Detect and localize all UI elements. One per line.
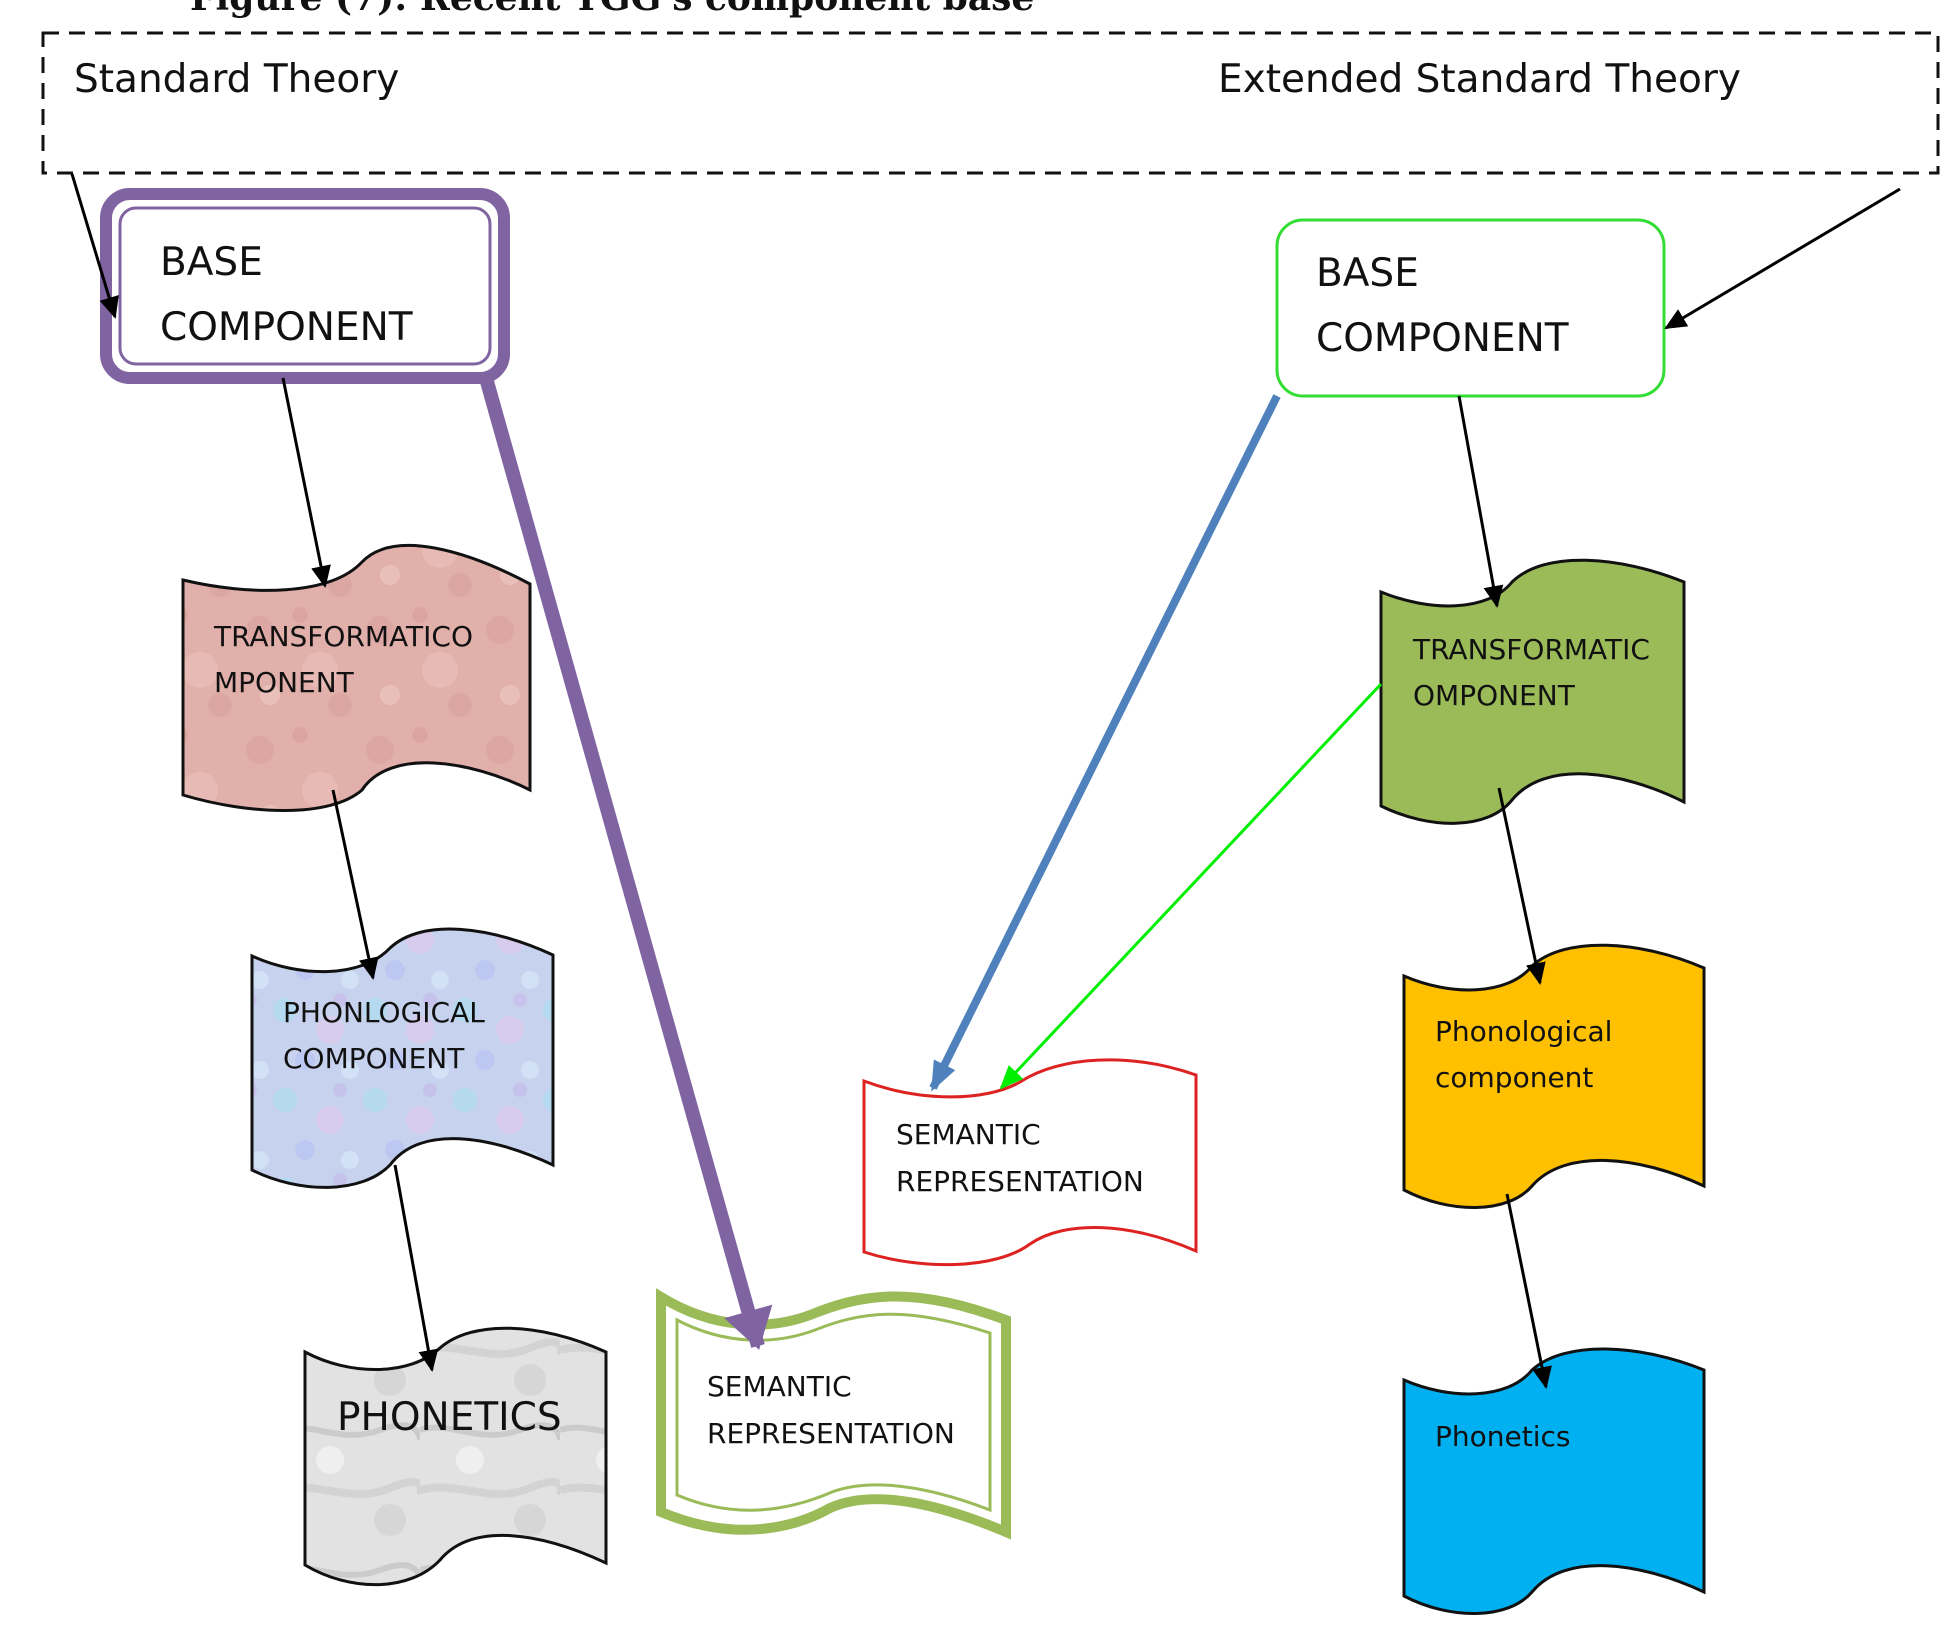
arrow-ext-base-to-semantic-blue [929, 394, 1281, 1092]
arrow-transformational-to-phonological [331, 789, 379, 980]
extended-transformational-line2: OMPONENT [1413, 679, 1576, 712]
arrow-header-to-extended-base [1664, 187, 1901, 330]
extended-phonological-line1: Phonological [1435, 1015, 1612, 1048]
extended-phonological-line2: component [1435, 1061, 1593, 1094]
standard-phonological-line2: COMPONENT [283, 1042, 465, 1075]
arrow-base-to-transformational [281, 377, 331, 588]
extended-transformational-line1: TRANSFORMATIC [1412, 633, 1650, 666]
standard-theory-label: Standard Theory [74, 57, 399, 102]
extended-semantic-doc [862, 1058, 1198, 1267]
extended-phonetics-doc [1402, 1347, 1706, 1615]
standard-phonetics-text: PHONETICS [337, 1395, 562, 1440]
standard-transformational-line2: MPONENT [214, 666, 355, 699]
arrow-base-to-semantic-purple [479, 376, 773, 1350]
extended-base-line1: BASE [1316, 251, 1419, 296]
standard-phonological-line1: PHONLOGICAL [283, 996, 485, 1029]
extended-base-line2: COMPONENT [1316, 316, 1569, 361]
standard-semantic-doc [656, 1288, 1011, 1540]
extended-semantic-line2: REPRESENTATION [896, 1165, 1144, 1198]
standard-transformational-line1: TRANSFORMATICO [213, 620, 473, 653]
figure-title: Figure (7): Recent TGG's component base [190, 0, 1034, 19]
arrow-header-to-standard-base [70, 173, 119, 319]
extended-standard-theory-label: Extended Standard Theory [1218, 57, 1741, 102]
extended-semantic-line1: SEMANTIC [896, 1118, 1041, 1151]
standard-phonetics-doc [303, 1326, 608, 1587]
arrow-ext-transformational-to-semantic-green [999, 682, 1383, 1090]
standard-base-component-box [100, 188, 510, 384]
arrow-ext-phonological-to-phonetics [1505, 1193, 1552, 1389]
extended-phonetics-text: Phonetics [1435, 1420, 1570, 1453]
extended-base-component-box [1275, 218, 1666, 398]
arrow-phonological-to-phonetics [393, 1164, 439, 1372]
standard-semantic-line1: SEMANTIC [707, 1370, 852, 1403]
arrow-ext-transformational-to-phonological [1497, 787, 1546, 985]
extended-phonological-doc [1402, 943, 1706, 1209]
standard-base-line2: COMPONENT [160, 305, 413, 350]
arrow-ext-base-to-transformational [1457, 395, 1504, 608]
theory-header-box [41, 31, 1940, 175]
standard-base-line1: BASE [160, 240, 263, 285]
standard-semantic-line2: REPRESENTATION [707, 1417, 955, 1450]
